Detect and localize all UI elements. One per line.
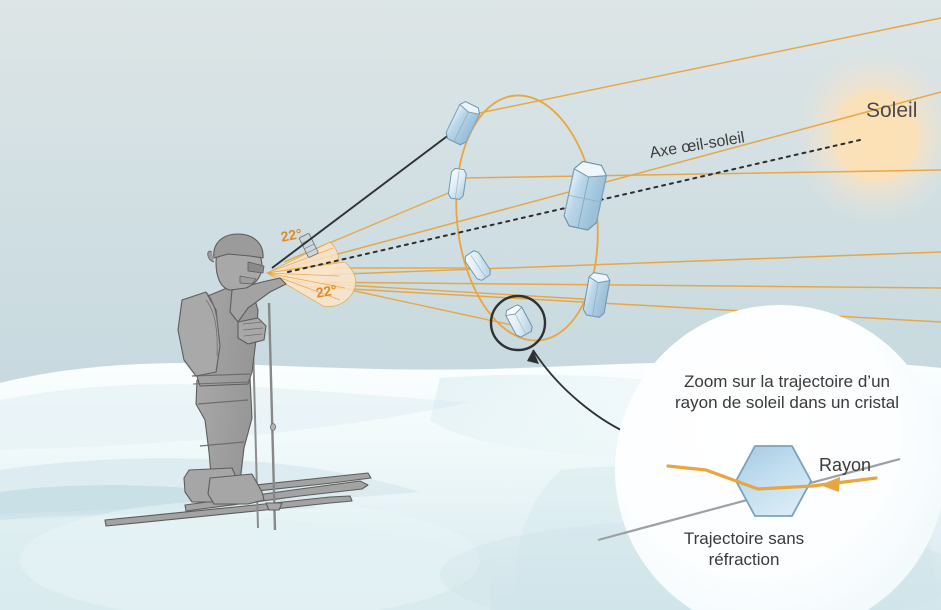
ray-label: Rayon [819, 455, 872, 475]
backpack [177, 291, 221, 377]
sun-ray-2 [285, 91, 941, 269]
sun-ray-beams [285, 17, 941, 323]
sun-ray-1 [454, 17, 941, 119]
skier-hand [237, 317, 267, 345]
ray-arrowhead [820, 477, 840, 492]
ice-crystal-left-mid [447, 167, 467, 200]
zoom-inset [597, 305, 941, 610]
ski-pole [265, 302, 283, 531]
ice-crystal-left-lower [464, 250, 491, 281]
sun-label: Soleil [866, 99, 918, 122]
view-cones [265, 233, 357, 307]
sun-ray-5 [299, 281, 941, 289]
skier-hat [213, 233, 264, 259]
ice-crystal-right-lower [582, 272, 611, 318]
callout-arrow [527, 349, 626, 433]
sight-line-to-crystal [271, 121, 467, 269]
ice-crystal-top-left [445, 101, 481, 146]
view-cone-lower [265, 261, 357, 307]
skier-arm [229, 277, 287, 323]
refracted-ray-path [666, 464, 878, 492]
ice-crystal-circled [505, 304, 533, 338]
magnifier-circle [489, 294, 547, 352]
ice-crystal-right-large [563, 160, 608, 231]
zoom-inset-title-line2: rayon de soleil dans un cristal [675, 393, 899, 412]
cone-crystal-icon [299, 233, 319, 258]
zoom-inset-title-line1: Zoom sur la trajectoire d’un [684, 372, 890, 391]
sun-ray-3 [461, 169, 941, 179]
sun-glow [792, 48, 941, 224]
no-refraction-label-line2: réfraction [708, 550, 780, 569]
skier-figure [104, 233, 372, 531]
ski-boots [183, 467, 265, 505]
sun-ray-4 [289, 251, 941, 277]
eye-sun-axis-line [287, 139, 861, 273]
no-refraction-label-line1: Trajectoire sans [683, 529, 805, 548]
